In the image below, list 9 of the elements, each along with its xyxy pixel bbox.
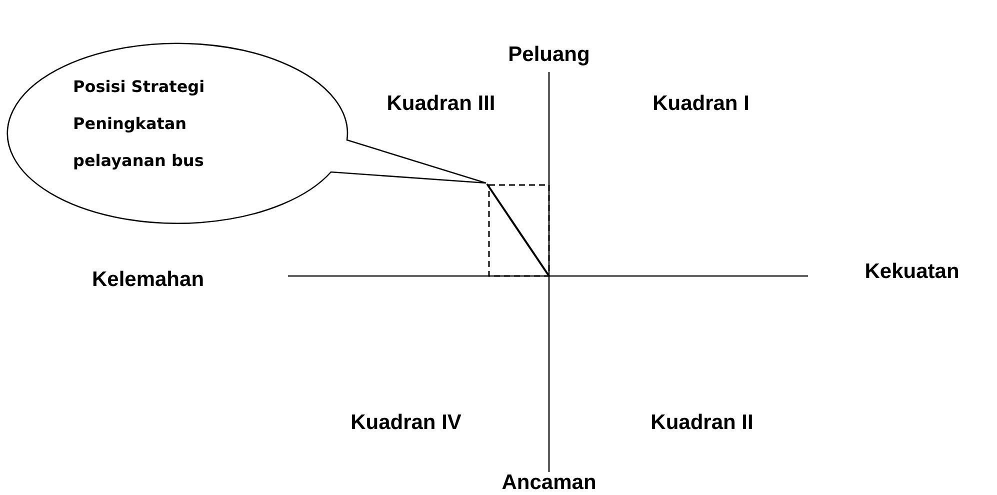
- quadrant-label: Kuadran II: [650, 411, 754, 435]
- axis-label: Ancaman: [502, 471, 596, 495]
- quadrant-label: Kuadran IV: [350, 411, 462, 435]
- axis-label: Kelemahan: [92, 268, 204, 292]
- axis-label: Kekuatan: [864, 260, 960, 284]
- axis-label: Peluang: [508, 43, 590, 67]
- quadrant-label: Kuadran III: [386, 92, 496, 116]
- quadrant-label: Kuadran I: [652, 92, 750, 116]
- callout-text: Posisi Strategi Peningkatan pelayanan bus: [73, 76, 206, 172]
